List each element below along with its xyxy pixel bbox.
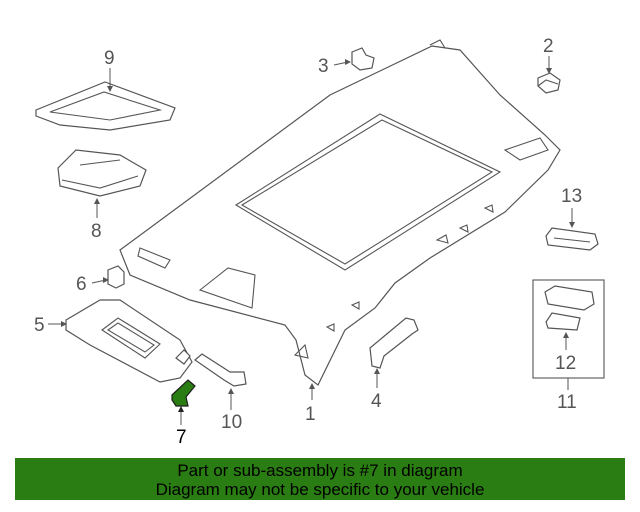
callout-1: 1 (305, 404, 316, 425)
parts-diagram: 1 2 3 4 5 6 7 8 9 10 11 12 13 (34, 36, 605, 448)
banner-line-1: Part or sub-assembly is #7 in diagram (177, 461, 463, 480)
bracket-part-7[interactable] (171, 379, 196, 407)
leader-lines (48, 56, 575, 425)
callout-10: 10 (221, 412, 242, 433)
callout-6: 6 (76, 274, 87, 295)
callout-labels: 1 2 3 4 5 6 7 8 9 10 11 12 13 (34, 36, 582, 448)
callout-13: 13 (561, 186, 582, 207)
callout-12: 12 (555, 353, 576, 374)
callout-11: 11 (557, 392, 577, 413)
lamp-bracket-part-9[interactable] (35, 81, 176, 131)
banner-line-2: Diagram may not be specific to your vehi… (155, 480, 485, 499)
callout-2: 2 (543, 36, 554, 57)
callout-3: 3 (318, 56, 329, 77)
callout-8: 8 (91, 221, 102, 242)
sun-visor-part-5[interactable] (65, 299, 193, 383)
headliner-part-1[interactable] (119, 39, 561, 386)
callout-4: 4 (371, 391, 382, 412)
lamp-part-13[interactable] (545, 227, 599, 251)
part-info-banner: Part or sub-assembly is #7 in diagram Di… (15, 458, 625, 500)
callout-5: 5 (34, 315, 45, 336)
map-lamp-part-8[interactable] (57, 149, 147, 197)
callout-9: 9 (104, 48, 115, 69)
holder-part-6[interactable] (107, 265, 125, 289)
grab-handle-part-4[interactable] (369, 317, 419, 369)
hook-part-3[interactable] (351, 47, 375, 71)
callout-7: 7 (176, 427, 187, 448)
clip-part-2[interactable] (537, 72, 561, 94)
connector-part-10[interactable] (194, 353, 247, 387)
